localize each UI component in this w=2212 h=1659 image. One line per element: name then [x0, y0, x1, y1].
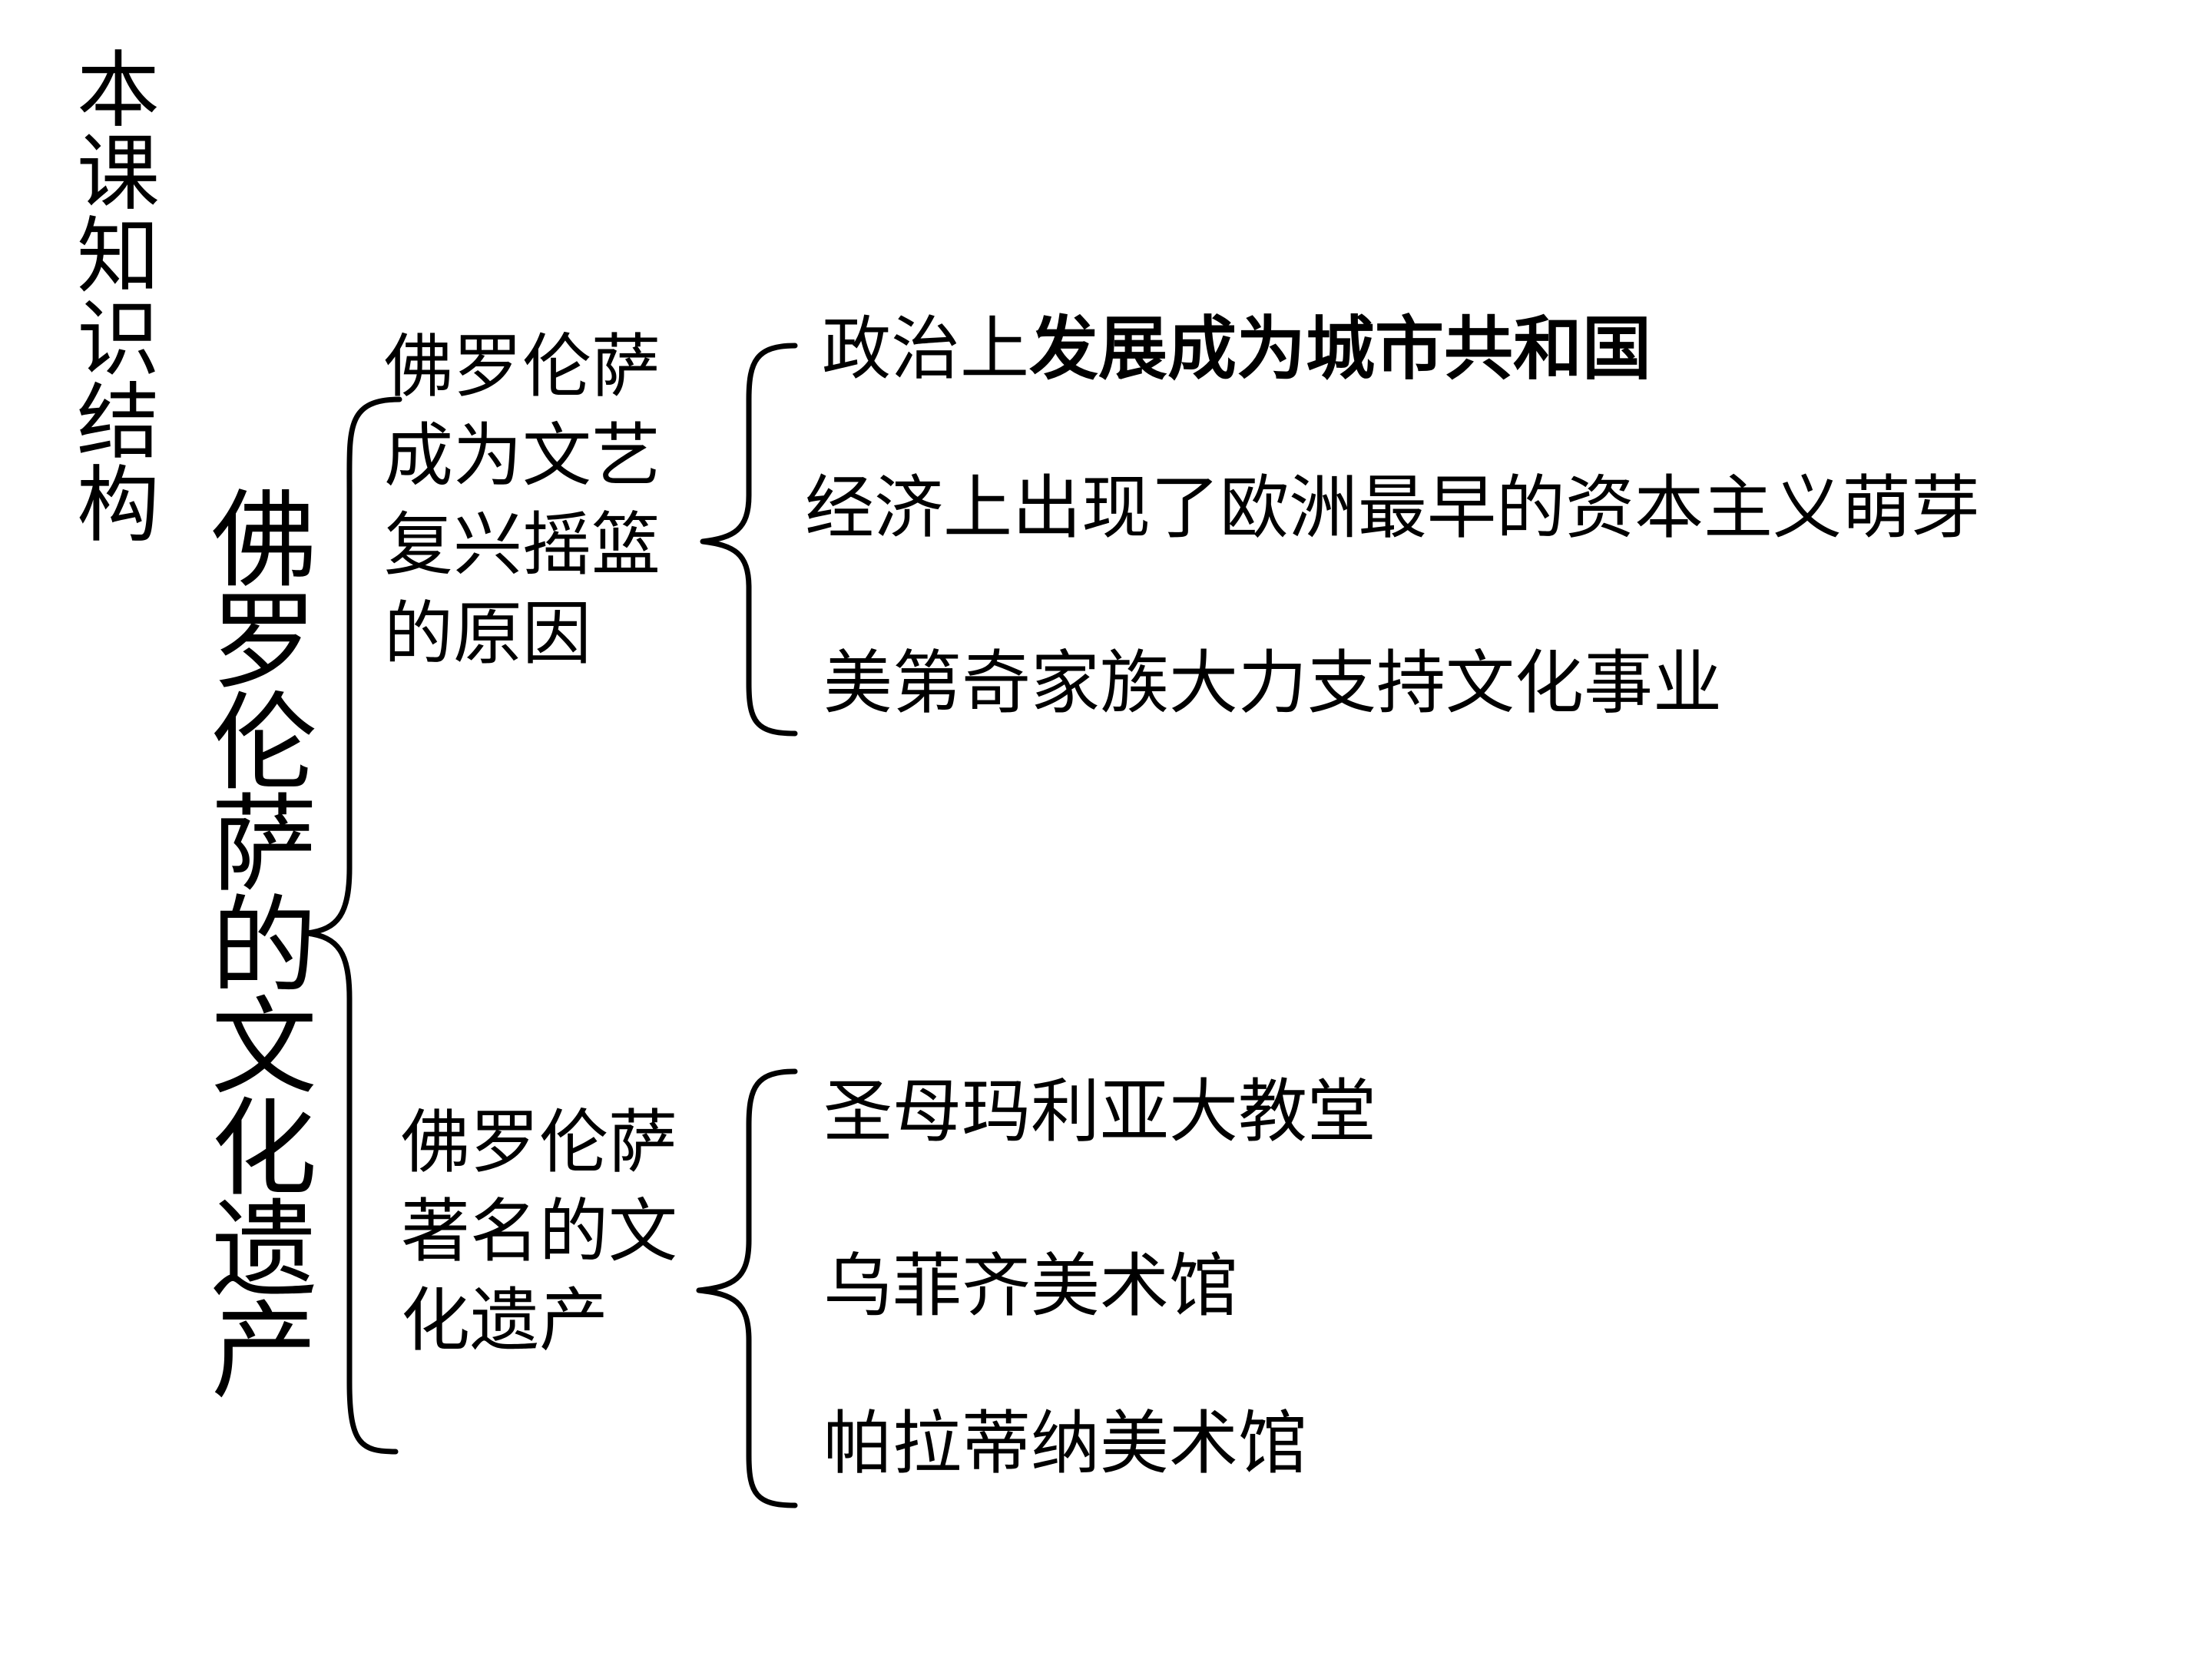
reason-political-prefix: 政治上: [822, 309, 1029, 389]
heritage-palatina-text: 帕拉蒂纳美术馆: [823, 1403, 1307, 1484]
branch1-label-line: 的原因: [384, 594, 591, 674]
main-topic: 佛罗伦萨的文化遗产: [193, 484, 316, 1396]
section-title: 本课知识结构: [63, 46, 159, 544]
reason-medici: 美第奇家族大力支持文化事业: [823, 645, 1722, 722]
main-brace: [304, 396, 402, 1455]
branch2-label-line: 著名的文: [401, 1191, 677, 1272]
branch2-label-line: 化遗产: [401, 1280, 608, 1361]
reason-economic: 经济上出现了欧洲最早的资本主义萌芽: [805, 470, 1980, 547]
branch2-label: 佛罗伦萨 著名的文 化遗产: [401, 1098, 677, 1366]
reason-economic-text: 经济上出现了欧洲最早的资本主义萌芽: [805, 468, 1980, 548]
branch1-label-line: 佛罗伦萨: [384, 326, 661, 407]
branch1-label-line: 成为文艺: [384, 416, 661, 496]
heritage-uffizi: 乌菲齐美术馆: [823, 1248, 1238, 1325]
heritage-cathedral-text: 圣母玛利亚大教堂: [823, 1071, 1376, 1152]
branch2-label-line: 佛罗伦萨: [401, 1102, 677, 1183]
heritage-uffizi-text: 乌菲齐美术馆: [823, 1246, 1238, 1326]
branch1-label-line: 复兴摇篮: [384, 505, 661, 585]
branch1-brace: [700, 343, 798, 737]
reason-political: 政治上发展成为城市共和国: [822, 311, 1651, 388]
reason-political-emphasis: 发展成为城市共和国: [1029, 309, 1651, 389]
heritage-cathedral: 圣母玛利亚大教堂: [823, 1074, 1376, 1151]
heritage-palatina: 帕拉蒂纳美术馆: [823, 1406, 1307, 1482]
branch2-brace: [696, 1068, 798, 1508]
reason-medici-text: 美第奇家族大力支持文化事业: [823, 643, 1722, 724]
branch1-label: 佛罗伦萨 成为文艺 复兴摇篮 的原因: [384, 323, 661, 679]
